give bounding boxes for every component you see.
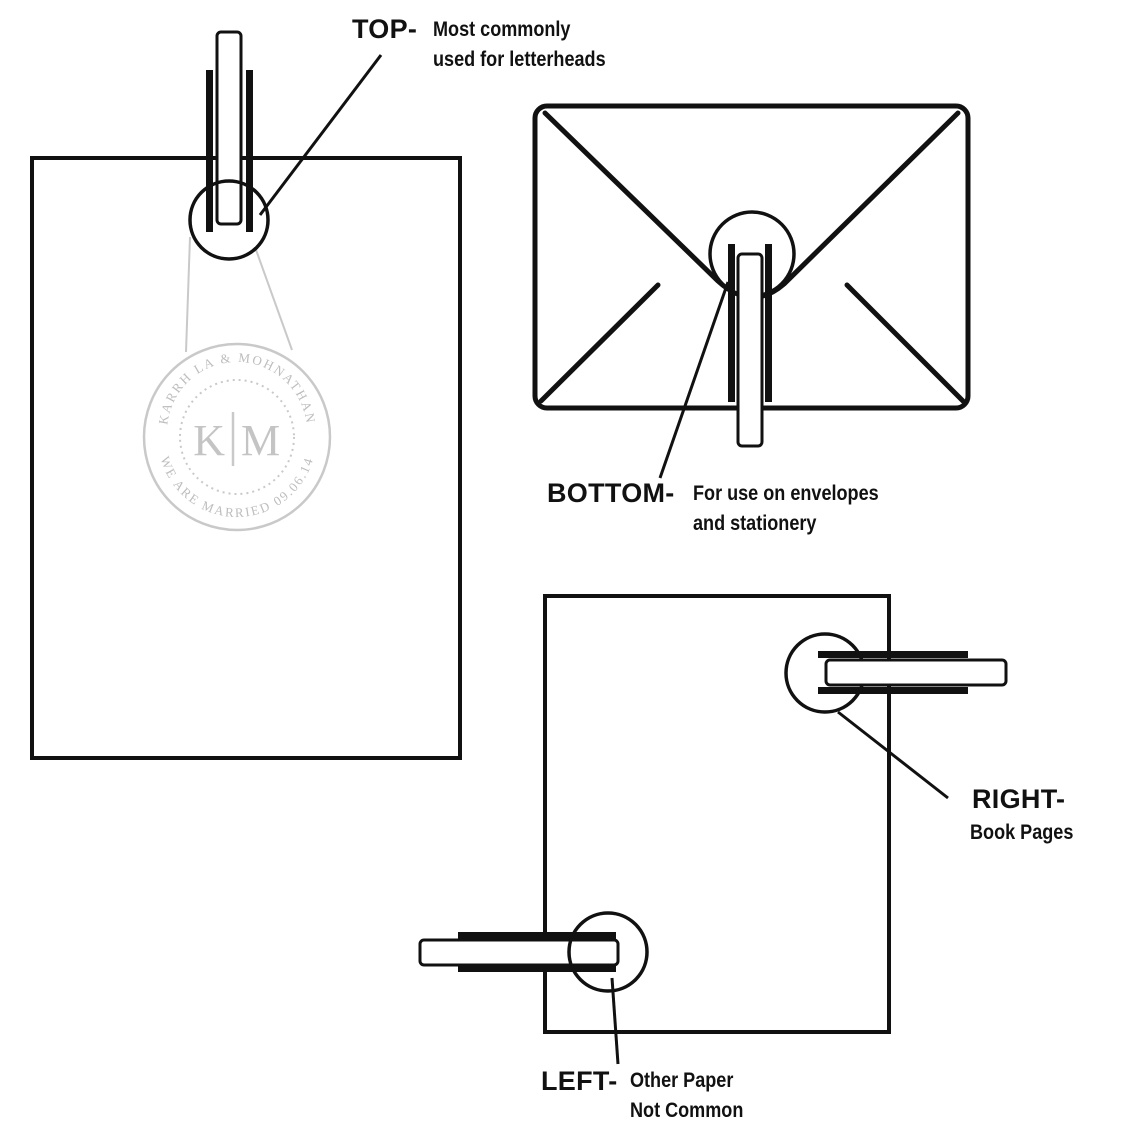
bottom-leader-line bbox=[658, 281, 730, 479]
bottom-label-line2: and stationery bbox=[693, 512, 817, 535]
top-leader-line bbox=[258, 54, 383, 216]
left-embosser bbox=[418, 911, 649, 993]
right-leader-line bbox=[837, 710, 949, 800]
right-label-line1: Book Pages bbox=[970, 821, 1074, 844]
top-label-line1: Most commonly bbox=[433, 18, 571, 41]
right-label-heading: RIGHT- bbox=[972, 784, 1066, 814]
seal-monogram-left: K bbox=[193, 416, 225, 465]
left-label-description: Other Paper Not Common bbox=[630, 1066, 743, 1126]
seal-ring-text-top: KARRH LA & MOHNATHAN bbox=[155, 350, 318, 426]
top-label-description: Most commonly used for letterheads bbox=[433, 15, 606, 75]
bottom-embosser bbox=[708, 210, 796, 448]
seal-monogram-right: M bbox=[241, 416, 280, 465]
top-embosser bbox=[188, 30, 270, 261]
top-label: TOP- bbox=[352, 14, 417, 45]
bottom-label-heading: BOTTOM- bbox=[547, 478, 675, 508]
embossed-seal bbox=[142, 342, 332, 532]
right-label: RIGHT- bbox=[972, 784, 1065, 815]
left-label: LEFT- bbox=[541, 1066, 618, 1097]
left-leader-line bbox=[610, 977, 620, 1065]
top-label-heading: TOP- bbox=[352, 14, 418, 44]
book-page bbox=[543, 594, 891, 1034]
right-embosser bbox=[784, 632, 1008, 714]
bottom-label: BOTTOM- bbox=[547, 478, 675, 509]
seal-projection-lines bbox=[185, 236, 293, 353]
bottom-label-line1: For use on envelopes bbox=[693, 482, 879, 505]
right-label-description: Book Pages bbox=[970, 818, 1073, 848]
left-label-line1: Other Paper bbox=[630, 1069, 734, 1092]
left-label-heading: LEFT- bbox=[541, 1066, 618, 1096]
top-label-line2: used for letterheads bbox=[433, 48, 606, 71]
left-label-line2: Not Common bbox=[630, 1099, 744, 1122]
bottom-label-description: For use on envelopes and stationery bbox=[693, 479, 879, 539]
